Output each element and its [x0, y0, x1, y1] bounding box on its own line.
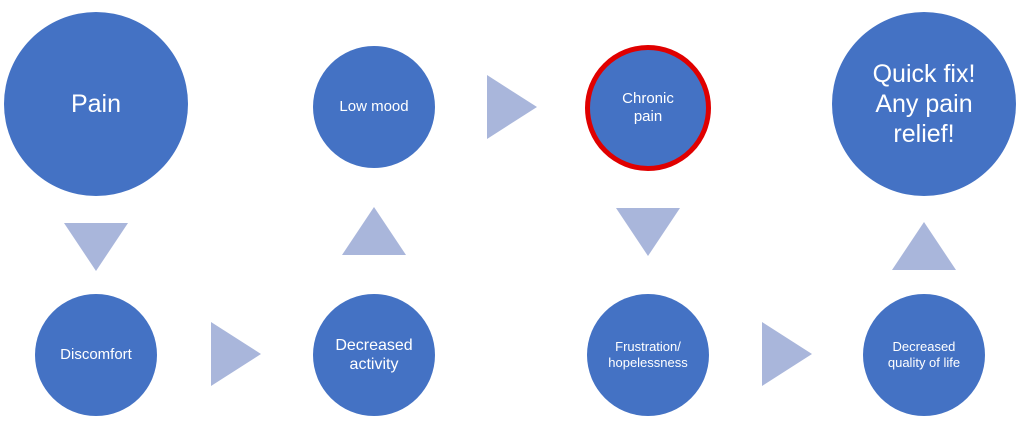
node-pain-label: Pain: [70, 90, 122, 118]
node-chronic-pain: Chronic pain: [585, 45, 711, 171]
arrow-right-mood-to-chronic: [487, 75, 537, 139]
node-discomfort-label: Discomfort: [60, 346, 132, 363]
node-decreased-activity: Decreased activity: [313, 294, 435, 416]
node-frustration-label: Frustration/ hopelessness: [608, 339, 688, 370]
arrow-down-pain-to-discomfort: [64, 223, 128, 271]
node-discomfort: Discomfort: [35, 294, 157, 416]
node-chronic-pain-label: Chronic pain: [622, 90, 674, 125]
arrow-right-discomfort-to-activity: [211, 322, 261, 386]
node-low-mood: Low mood: [313, 46, 435, 168]
node-quick-fix-label: Quick fix! Any pain relief!: [872, 60, 976, 148]
arrow-up-quality-to-quickfix: [892, 222, 956, 270]
node-pain: Pain: [4, 12, 188, 196]
arrow-right-frustration-to-quality: [762, 322, 812, 386]
node-decreased-quality-label: Decreased quality of life: [887, 339, 961, 370]
arrow-up-activity-to-mood: [342, 207, 406, 255]
node-decreased-activity-label: Decreased activity: [335, 336, 413, 373]
node-low-mood-label: Low mood: [339, 98, 409, 115]
node-decreased-quality: Decreased quality of life: [863, 294, 985, 416]
arrow-down-chronic-to-frustration: [616, 208, 680, 256]
node-frustration: Frustration/ hopelessness: [587, 294, 709, 416]
node-quick-fix: Quick fix! Any pain relief!: [832, 12, 1016, 196]
